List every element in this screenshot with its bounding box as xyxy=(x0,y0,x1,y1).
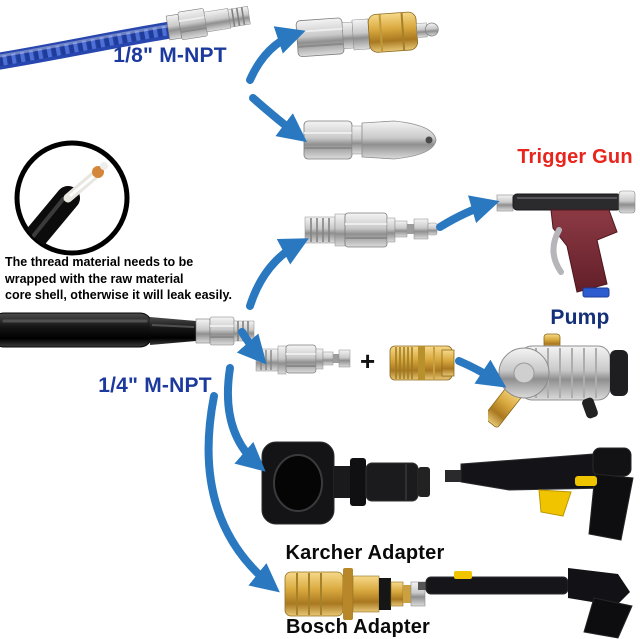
label-14-mnpt: 1/4" M-NPT xyxy=(98,374,212,397)
gun-outlet-fitting xyxy=(496,194,514,212)
hose-core-inset-figure xyxy=(10,136,134,260)
karcher-gun-muzzle xyxy=(445,470,461,482)
bosch-gun-body xyxy=(568,568,630,606)
karcher-trigger-gun-figure xyxy=(445,428,640,546)
karcher-gun-grip xyxy=(588,473,634,541)
note-line: core shell, otherwise it will leak easil… xyxy=(5,288,232,302)
quick-connect-plug-small-figure xyxy=(254,336,358,386)
blue-hose-figure xyxy=(0,0,265,78)
pump-figure xyxy=(488,326,640,444)
button-nose-nozzle-figure xyxy=(302,106,442,170)
black-hose-figure xyxy=(0,300,260,362)
bosch-adapter-figure xyxy=(283,558,438,630)
swivel-hex-nut xyxy=(295,17,345,58)
bosch-trigger-gun-figure xyxy=(418,548,640,639)
brass-ring xyxy=(367,11,418,53)
plug-nipple xyxy=(394,218,438,240)
gun-handle-cap xyxy=(582,287,610,298)
note-line: wrapped with the raw material xyxy=(5,271,184,286)
nozzle-bullet-body xyxy=(361,120,437,160)
brass-hose-connector-figure xyxy=(388,338,460,388)
gun-trigger xyxy=(550,227,564,275)
label-bosch-adapter: Bosch Adapter xyxy=(285,616,431,638)
mnpt-fitting-14 xyxy=(195,316,255,346)
plus-sign: + xyxy=(360,346,376,376)
karcher-adapter-barrel xyxy=(365,462,419,502)
karcher-gun-trigger xyxy=(538,489,572,517)
bosch-gun-barrel xyxy=(425,576,569,595)
quick-connect-plug-figure xyxy=(303,200,443,258)
bosch-adapter-ring xyxy=(379,578,391,610)
gun-body xyxy=(550,209,618,293)
gun-inlet-fitting xyxy=(618,190,636,214)
label-pump: Pump xyxy=(550,306,610,329)
swivel-jetter-nozzle-figure xyxy=(293,0,442,73)
label-trigger-gun: Trigger Gun xyxy=(517,146,633,168)
blue-hose xyxy=(0,21,179,70)
arrow-hose18-to-button-nozzle xyxy=(249,94,308,143)
bosch-gun-grip xyxy=(583,597,633,639)
pump-cap xyxy=(610,350,628,396)
arrow-quick-plug-to-trigger-gun xyxy=(436,195,500,231)
inset-core-tip xyxy=(92,166,104,178)
label-18-mnpt: 1/8" M-NPT xyxy=(113,44,227,67)
button-nose-tip xyxy=(424,22,439,37)
note-text: The thread material needs to be wrapped … xyxy=(5,254,265,304)
bosch-gun-button xyxy=(454,571,472,579)
black-hose xyxy=(0,312,153,348)
trigger-gun-figure xyxy=(495,168,640,298)
label-karcher-adapter: Karcher Adapter xyxy=(285,542,445,564)
note-line: The thread material needs to be xyxy=(5,255,194,269)
nozzle-orifice xyxy=(425,136,433,144)
bosch-adapter-body xyxy=(284,571,344,617)
karcher-adapter-figure xyxy=(260,436,435,531)
mnpt-fitting-18 xyxy=(165,5,251,41)
nozzle-hex-nut xyxy=(303,120,353,160)
gun-barrel xyxy=(512,193,622,211)
plug-hex-body xyxy=(344,212,388,248)
